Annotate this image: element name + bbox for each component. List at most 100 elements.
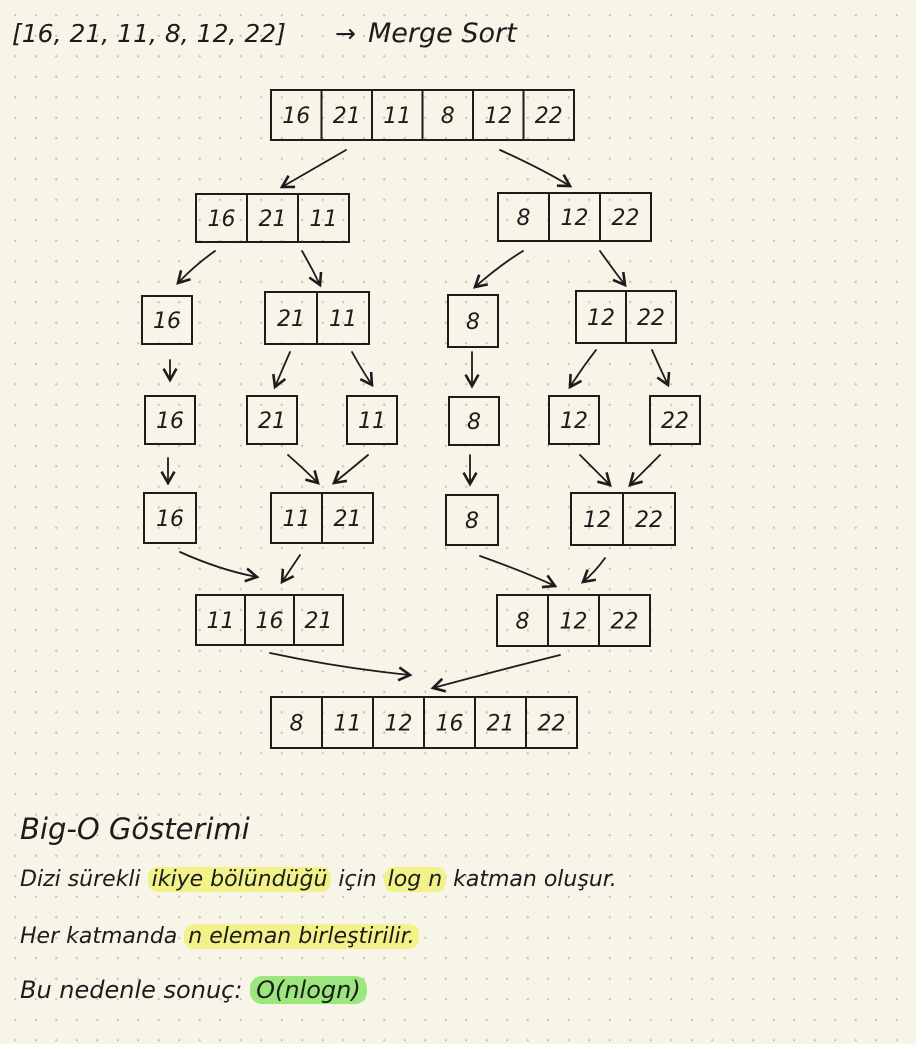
input-array-text: [16, 21, 11, 8, 12, 22] [12, 19, 286, 48]
arrow-l-2111 [301, 250, 323, 288]
array-cell-value: 11 [207, 609, 235, 634]
merge1-c-array-frame [445, 494, 499, 546]
arrow-16-merge2 [179, 551, 260, 583]
split2-d-array: 12 22 [575, 290, 677, 344]
array-cell-value: 21 [305, 609, 333, 634]
arrow-8-merge2 [479, 555, 558, 589]
line1-post: katman oluşur. [446, 867, 617, 892]
arrow-11-down [351, 351, 374, 388]
line2-pre: Her katmanda [20, 924, 185, 949]
notes-line-1: Dizi sürekli ikiye bölündüğü için log n … [20, 867, 617, 892]
highlight-complexity: O(nlogn) [250, 976, 367, 1004]
array-cell-value: 22 [661, 409, 689, 434]
arrow-r-8 [473, 250, 524, 289]
single-11-frame [346, 395, 398, 445]
split2-c-array: 8 [447, 294, 499, 348]
single-21: 21 [246, 395, 298, 445]
array-cell-value: 21 [487, 712, 515, 737]
array-cell-value: 22 [611, 610, 639, 635]
merge2-left-array-frame [195, 594, 344, 646]
array-cell-value: 16 [436, 712, 464, 737]
single-8: 8 [448, 396, 500, 446]
merge2-right-array-frame [496, 594, 651, 647]
line1-pre: Dizi sürekli [20, 867, 148, 892]
array-cell-value: 16 [282, 104, 310, 129]
array-cell-value: 22 [538, 712, 566, 737]
array-cell-value: 8 [467, 410, 481, 435]
array-cell-value: 16 [208, 207, 236, 232]
arrow-22-down [651, 349, 671, 388]
single-22-frame [649, 395, 701, 445]
arrow-r-1222 [599, 250, 627, 288]
merge1-d-array: 12 22 [570, 492, 676, 546]
arrow-left-final [269, 652, 413, 682]
line3-pre: Bu nedenle sonuç: [20, 976, 251, 1004]
array-cell-value: 12 [560, 409, 588, 434]
split1-right-array: 8 12 22 [497, 192, 652, 242]
array-cell-value: 16 [256, 609, 284, 634]
array-cell-value: 16 [156, 409, 184, 434]
arrow-12-merge [579, 454, 612, 487]
array-cell-value: 21 [259, 207, 287, 232]
arrow-21-merge [287, 454, 320, 485]
array-cell-value: 22 [612, 206, 640, 231]
array-cell-value: 11 [334, 712, 362, 737]
merge1-c-array: 8 [445, 494, 499, 546]
arrow-12-down [568, 349, 597, 390]
single-22: 22 [649, 395, 701, 445]
single-16: 16 [144, 395, 196, 445]
array-cell-value: 8 [517, 206, 531, 231]
split1-left-array: 16 21 11 [195, 193, 350, 243]
split2-a-array-frame [141, 295, 193, 345]
highlight-n-eleman: n eleman birleştirilir. [184, 924, 419, 949]
array-cell-value: 12 [484, 104, 512, 129]
merge2-right-array: 8 12 22 [496, 594, 651, 647]
arrow-l-16 [176, 250, 216, 285]
array-cell-value: 8 [516, 610, 530, 635]
array-cell-value: 12 [587, 306, 615, 331]
single-21-frame [246, 395, 298, 445]
arrow-22-merge [628, 454, 661, 487]
array-cell-value: 22 [637, 306, 665, 331]
arrow-root-right [499, 149, 573, 188]
array-cell-value: 11 [329, 307, 357, 332]
array-cell-value: 16 [153, 309, 181, 334]
array-cell-value: 21 [333, 104, 361, 129]
array-cell-value: 11 [310, 207, 338, 232]
single-11: 11 [346, 395, 398, 445]
array-cell-value: 12 [560, 610, 588, 635]
arrow-1121-merge2 [280, 554, 301, 585]
arrow-1222-merge2 [580, 557, 606, 584]
arrow-11-merge [331, 454, 369, 485]
split1-left-array-frame [195, 193, 350, 243]
array-cell-value: 11 [358, 409, 386, 434]
array-cell-value: 12 [561, 206, 589, 231]
array-cell-value: 21 [258, 409, 286, 434]
header-arrow: → [335, 19, 356, 48]
notes-heading: Big-O Gösterimi [20, 812, 250, 846]
single-12: 12 [548, 395, 600, 445]
array-cell-value: 21 [334, 507, 362, 532]
algorithm-title: Merge Sort [368, 18, 518, 49]
array-cell-value: 12 [385, 712, 413, 737]
single-8-frame [448, 396, 500, 446]
highlight-ikiye: ikiye bölündüğü [147, 867, 332, 892]
array-cell-value: 11 [383, 104, 411, 129]
merge1-a-array-frame [143, 492, 197, 544]
array-cell-value: 12 [583, 508, 611, 533]
notes-line-2: Her katmanda n eleman birleştirilir. [20, 924, 419, 949]
arrow-21-down [272, 351, 291, 390]
array-cell-value: 8 [466, 310, 480, 335]
array-cell-value: 22 [535, 104, 563, 129]
array-cell-value: 22 [635, 508, 663, 533]
arrow-root-left [279, 149, 347, 189]
single-16-frame [144, 395, 196, 445]
line1-mid: için [331, 867, 384, 892]
split2-c-array-frame [447, 294, 499, 348]
split1-right-array-frame [497, 192, 652, 242]
